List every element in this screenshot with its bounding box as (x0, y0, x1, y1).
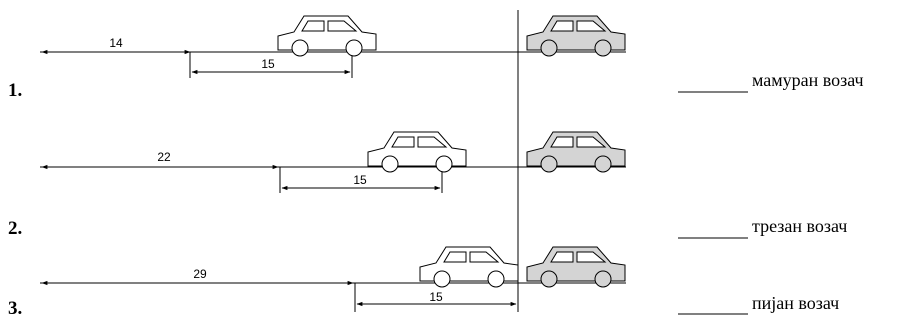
answer-label: трезан возач (752, 216, 847, 236)
parked-car-icon (526, 131, 626, 173)
scenario-row-1: 14 15 1. мамуран возач (8, 15, 864, 101)
reaction-distance-label: 15 (429, 290, 443, 304)
parked-car-icon (526, 15, 626, 57)
row-number: 1. (8, 80, 22, 101)
scenario-row-2: 22 15 2. трезан возач (8, 131, 847, 239)
stop-distance-label: 22 (157, 150, 171, 164)
reaction-distance-label: 15 (261, 57, 275, 71)
moving-car-icon (419, 246, 519, 288)
row-number: 3. (8, 298, 22, 319)
reaction-distance-label: 15 (353, 173, 367, 187)
answer-label: мамуран возач (752, 70, 864, 90)
moving-car-icon (367, 131, 467, 173)
stop-distance-label: 29 (193, 267, 207, 281)
stop-distance-label: 14 (109, 36, 123, 50)
row-number: 2. (8, 218, 22, 239)
scenario-row-3: 29 15 3. пијан возач (8, 246, 839, 319)
moving-car-icon (277, 15, 377, 57)
answer-label: пијан возач (752, 293, 839, 313)
parked-car-icon (526, 246, 626, 288)
